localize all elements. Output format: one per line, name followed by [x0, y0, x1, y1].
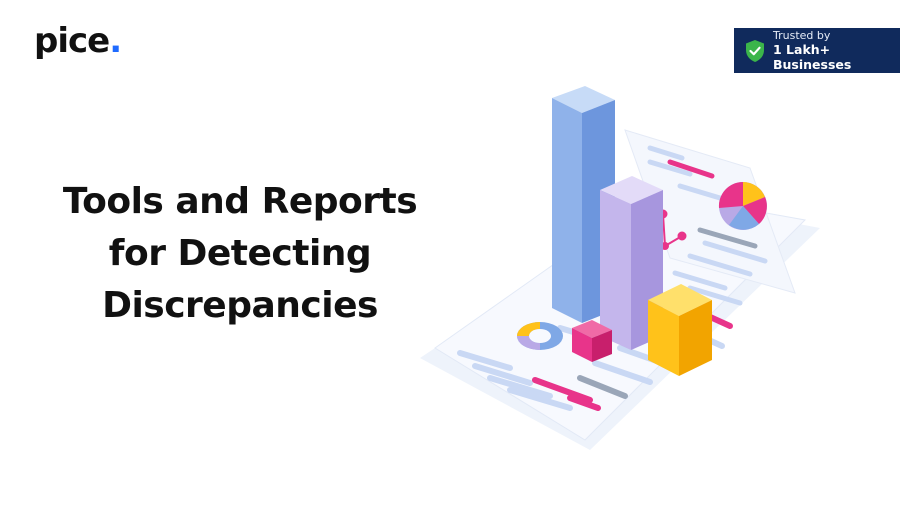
- trust-badge: Trusted by 1 Lakh+ Businesses: [734, 28, 900, 73]
- analytics-illustration: [420, 86, 820, 450]
- badge-line2: 1 Lakh+ Businesses: [773, 42, 852, 73]
- brand-logo[interactable]: pice.: [34, 21, 122, 61]
- shield-check-icon: [746, 39, 764, 62]
- page-headline: Tools and Reports for Detecting Discrepa…: [40, 176, 440, 332]
- headline-line1: Tools and Reports: [62, 181, 418, 222]
- brand-dot: .: [109, 21, 122, 61]
- headline-line2: for Detecting: [108, 233, 372, 274]
- brand-name: pice: [34, 21, 110, 61]
- badge-line1: Trusted by: [773, 28, 831, 42]
- headline-line3: Discrepancies: [102, 285, 378, 326]
